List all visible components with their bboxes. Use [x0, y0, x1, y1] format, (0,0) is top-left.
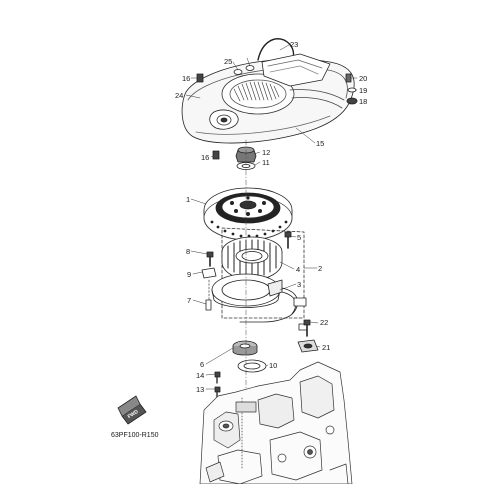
callout-10: 10	[269, 361, 278, 370]
callout-13: 13	[196, 385, 205, 394]
callout-9: 9	[187, 270, 192, 279]
callout-24: 25	[224, 57, 233, 66]
stator-bolt	[284, 231, 292, 249]
callout-16-bottom: 16	[201, 153, 210, 162]
fwd-label: FWD	[127, 409, 140, 420]
cover-handle	[257, 38, 331, 87]
callout-2: 2	[318, 264, 323, 273]
callout-5: 5	[297, 233, 302, 242]
callout-11: 11	[262, 158, 270, 167]
callout-19: 20	[359, 74, 368, 83]
stator-assembly	[221, 227, 305, 319]
callout-7: 7	[187, 296, 192, 305]
cover-grommets	[233, 65, 255, 75]
callout-6: 6	[200, 360, 205, 369]
reference-code: 63PF100-R150	[111, 432, 159, 439]
base-bolts	[214, 371, 221, 399]
engine-block	[199, 361, 353, 484]
drive-gear-and-collar	[232, 340, 267, 373]
callout-23: 24	[175, 91, 184, 100]
callout-14: 14	[196, 371, 205, 380]
pulser-coil-base	[211, 273, 308, 331]
callout-20: 21	[322, 343, 331, 352]
callout-3: 3	[297, 280, 302, 289]
callout-8: 8	[186, 247, 191, 256]
flywheel-rotor	[203, 187, 293, 241]
right-bracket	[297, 319, 319, 353]
callout-22: 23	[290, 40, 299, 49]
callout-16-top: 16	[182, 74, 191, 83]
left-fasteners	[201, 251, 217, 311]
callout-21: 22	[320, 318, 329, 327]
callout-12: 12	[262, 148, 271, 157]
forward-direction-marker: FWD	[117, 395, 147, 425]
flywheel-nut-and-washer	[212, 146, 257, 170]
leader-lines	[185, 44, 358, 390]
callout-15: 15	[316, 139, 325, 148]
callout-18: 19	[359, 86, 368, 95]
callout-4: 4	[296, 265, 301, 274]
cover-vent-slots	[233, 81, 280, 102]
callout-1: 1	[186, 195, 191, 204]
cover-fasteners	[196, 73, 358, 105]
callout-17: 18	[359, 97, 368, 106]
